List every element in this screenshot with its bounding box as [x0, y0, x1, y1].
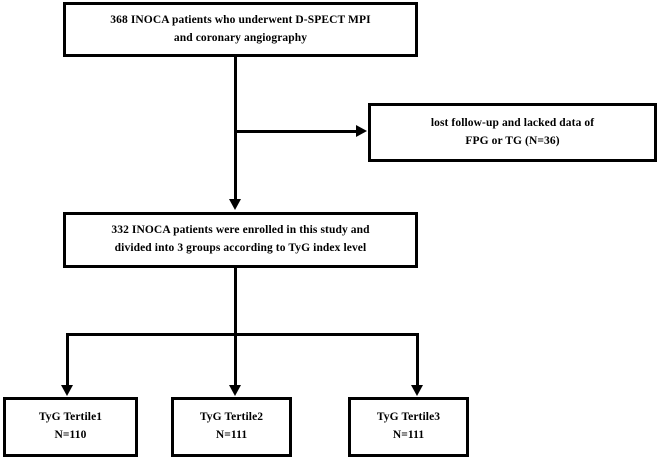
arrowhead-to-tertile-1 [61, 385, 73, 396]
node-tertile-3-text: TyG Tertile3 N=111 [376, 411, 441, 441]
arrowhead-to-excluded [356, 125, 367, 137]
connector-final-split-bar [66, 333, 419, 336]
arrowhead-to-enrolled-final [229, 199, 241, 210]
connector-leg-tertile-3 [416, 333, 419, 386]
node-enrolled-source-text: 368 INOCA patients who underwent D-SPECT… [110, 13, 371, 44]
connector-leg-tertile-1 [66, 333, 69, 386]
node-tertile-3: TyG Tertile3 N=111 [348, 397, 469, 457]
arrowhead-to-tertile-3 [411, 385, 423, 396]
node-enrolled-final-text: 332 INOCA patients were enrolled in this… [111, 224, 370, 254]
node-enrolled-source: 368 INOCA patients who underwent D-SPECT… [63, 2, 418, 57]
node-tertile-2: TyG Tertile2 N=111 [171, 397, 292, 457]
node-tertile-1: TyG Tertile1 N=110 [3, 397, 138, 457]
arrowhead-to-tertile-2 [229, 385, 241, 396]
connector-final-split-trunk [234, 268, 237, 386]
node-excluded: lost follow-up and lacked data of FPG or… [368, 103, 657, 162]
node-tertile-1-text: TyG Tertile1 N=110 [38, 411, 103, 441]
node-excluded-text: lost follow-up and lacked data of FPG or… [430, 116, 595, 147]
node-enrolled-final: 332 INOCA patients were enrolled in this… [63, 212, 418, 268]
connector-source-to-final-line [234, 57, 237, 200]
node-tertile-2-text: TyG Tertile2 N=111 [199, 411, 264, 441]
connector-source-to-excluded-line [234, 130, 357, 133]
